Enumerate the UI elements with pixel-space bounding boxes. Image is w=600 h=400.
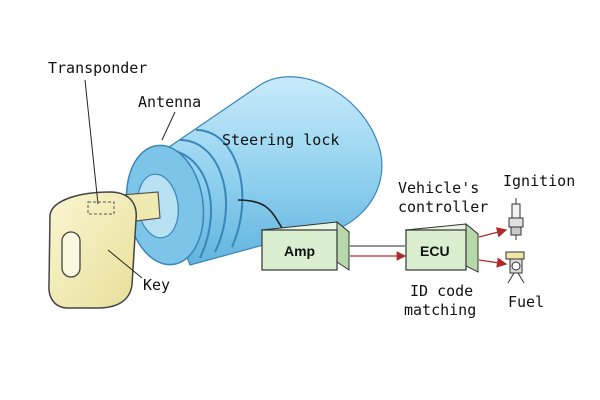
ecu-box <box>404 222 480 273</box>
ecu-label: ECU <box>420 243 450 259</box>
transponder-chip <box>87 201 115 215</box>
ignition-label: Ignition <box>503 172 575 190</box>
amp-label: Amp <box>284 243 315 259</box>
vehicle-controller-label-line2: controller <box>398 198 488 216</box>
key-head <box>48 191 137 309</box>
amp-box <box>260 220 351 271</box>
spark-plug-icon <box>508 198 524 240</box>
fuel-label: Fuel <box>508 293 544 311</box>
vehicle-controller-label-line1: Vehicle's <box>398 179 479 197</box>
leader-lines <box>84 79 176 279</box>
ecu-to-fuel-arrow <box>478 257 508 268</box>
amp-to-ecu-lines <box>350 245 407 261</box>
antenna-label: Antenna <box>138 93 201 111</box>
transponder-label: Transponder <box>48 59 147 77</box>
steering-lock-label: Steering lock <box>222 131 339 149</box>
id-code-label-line2: matching <box>404 301 476 319</box>
id-code-label-line1: ID code <box>410 282 473 300</box>
ecu-to-ignition-arrow <box>478 227 508 238</box>
steering-lock-cylinder <box>125 76 383 266</box>
fuel-injector-icon <box>505 251 525 284</box>
key-label: Key <box>143 276 170 294</box>
antenna-cable <box>237 199 283 229</box>
